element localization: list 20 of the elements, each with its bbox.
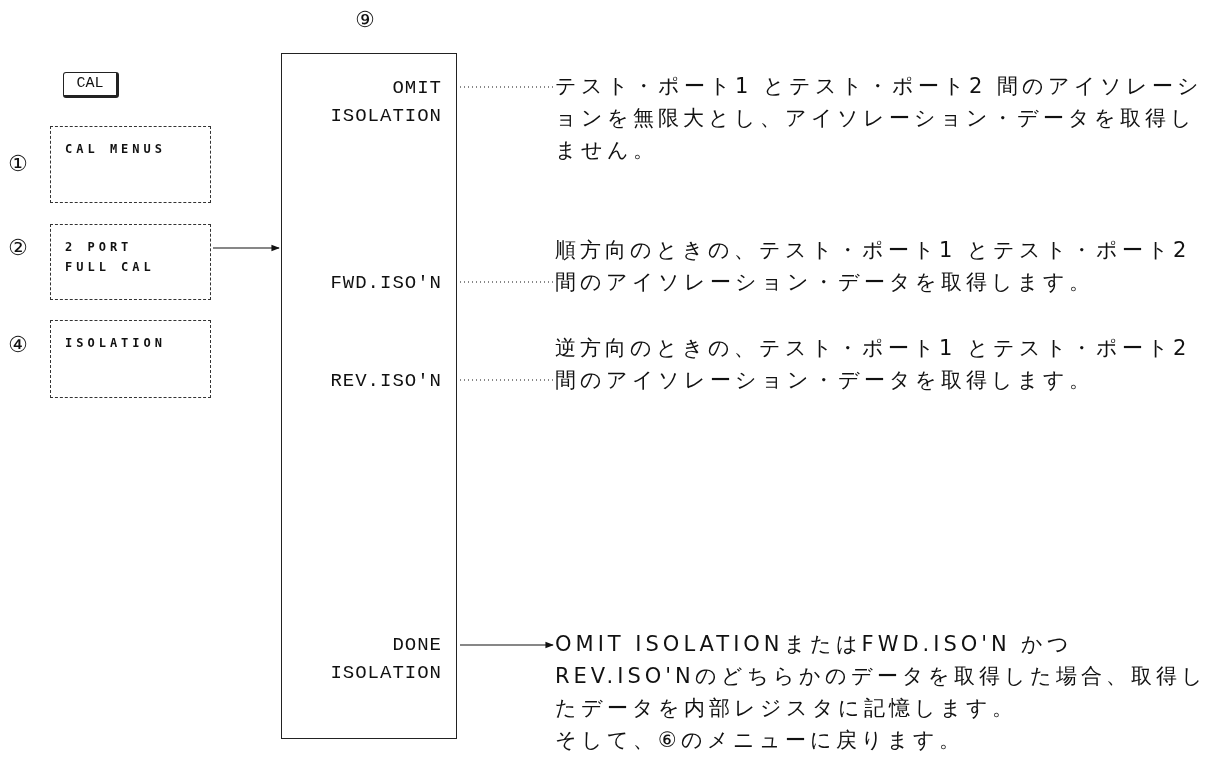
arrow xyxy=(459,641,554,649)
softkey-label: FWD.ISO'N xyxy=(290,269,442,297)
description-text: OMIT ISOLATIONまたはFWD.ISO'N かつ REV.ISO'Nのどちらかのデータを取得した場合、取得したデータを内部レジスタに記憶します。 xyxy=(555,631,1208,722)
arrow xyxy=(212,244,280,252)
callout-number: ① xyxy=(8,152,28,176)
hard-key: CAL xyxy=(63,72,119,98)
callout-number: ② xyxy=(8,236,28,260)
menu-key-frame: 2 PORT FULL CAL xyxy=(50,224,211,300)
callout-number: ⑨ xyxy=(355,8,375,32)
description-text: 順方向のときの、テスト・ポート1 とテスト・ポート2 間のアイソレーション・データを取得します。 xyxy=(555,234,1215,298)
description-text: 逆方向のときの、テスト・ポート1 とテスト・ポート2 間のアイソレーション・データを取得します。 xyxy=(555,332,1215,396)
callout-number: ④ xyxy=(8,333,28,357)
menu-key-frame: ISOLATION xyxy=(50,320,211,398)
description-text: そして、⑥のメニューに戻ります。 xyxy=(555,727,965,754)
softkey-menu-panel xyxy=(281,53,457,739)
softkey-label: OMIT ISOLATION xyxy=(290,74,442,130)
description-text: テスト・ポート1 とテスト・ポート2 間のアイソレーションを無限大とし、アイソレーション・データを取得しません。 xyxy=(555,70,1215,166)
menu-key-frame: CAL MENUS xyxy=(50,126,211,203)
softkey-label: REV.ISO'N xyxy=(290,367,442,395)
softkey-label: DONE ISOLATION xyxy=(290,631,442,687)
